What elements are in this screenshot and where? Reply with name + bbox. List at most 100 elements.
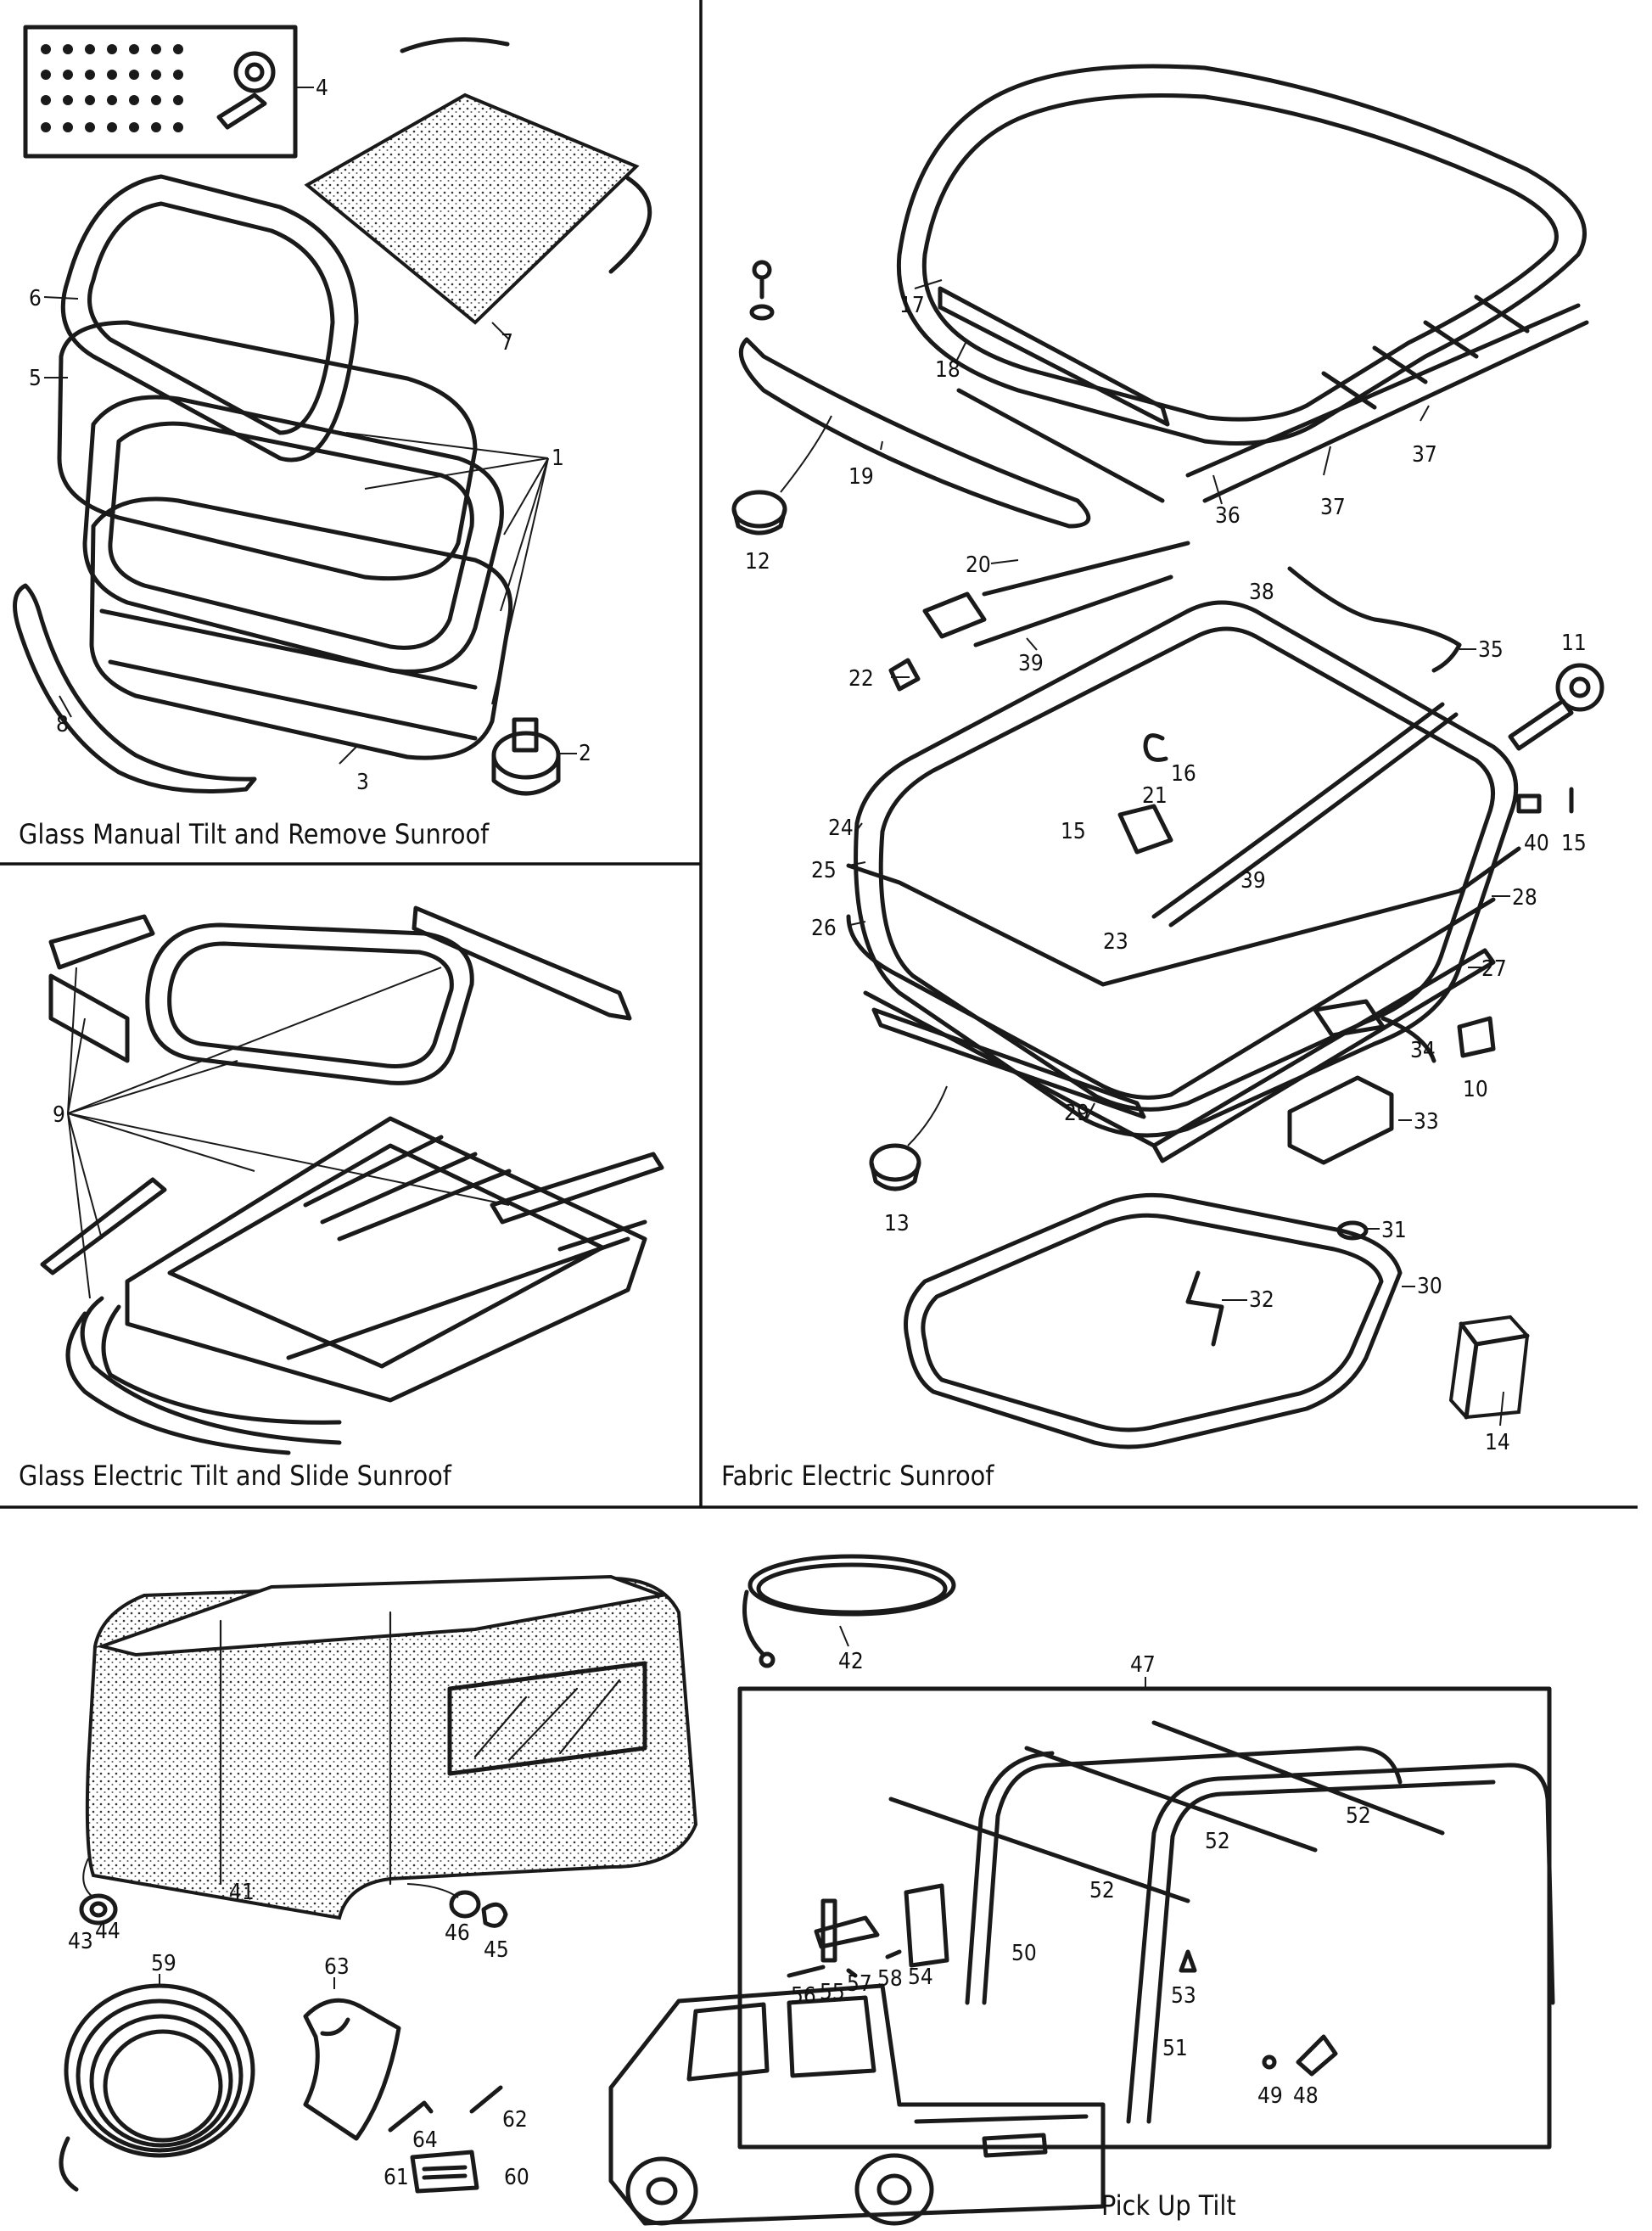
leaders-s3 [780, 279, 1510, 1427]
drive-cable-left [40, 1177, 167, 1275]
callout-20: 20 [966, 552, 991, 578]
callout-13: 13 [884, 1211, 910, 1236]
caption-glass-manual: Glass Manual Tilt and Remove Sunroof [19, 818, 490, 850]
callout-47: 47 [1130, 1652, 1156, 1678]
fabric-frame-26 [846, 897, 1496, 1100]
leaders-s1 [43, 87, 577, 765]
callout-52b: 52 [1205, 1829, 1230, 1854]
screw-grid [41, 44, 183, 132]
panel-dividers [0, 0, 1638, 1509]
cable-loop-42 [742, 1554, 956, 1668]
callout-9: 9 [53, 1102, 65, 1128]
headlining-panel [304, 37, 652, 325]
sunroof-frame-lower [89, 496, 513, 760]
front-guide-rail [412, 905, 632, 1021]
rear-guide-rail [48, 914, 155, 970]
caption-pickup-tilt: Pick Up Tilt [1101, 2189, 1236, 2222]
callout-31: 31 [1381, 1218, 1407, 1243]
fabric-electric-section: 17 18 19 12 20 22 39 36 37 37 38 35 11 1… [721, 64, 1604, 1492]
callout-23: 23 [1103, 929, 1128, 955]
callout-11: 11 [1561, 631, 1587, 656]
callout-56: 56 [791, 1983, 816, 2009]
callout-37a: 37 [1320, 495, 1346, 520]
callout-30: 30 [1417, 1274, 1442, 1299]
callout-41: 41 [229, 1880, 255, 1905]
side-rail-right [490, 1152, 664, 1225]
electric-sunroof-frame [125, 1116, 647, 1403]
callout-19: 19 [848, 464, 874, 490]
callout-43: 43 [68, 1929, 93, 1954]
winder-knob [491, 717, 561, 796]
callout-21: 21 [1142, 783, 1168, 809]
callout-17: 17 [899, 293, 925, 318]
callout-33: 33 [1414, 1109, 1439, 1135]
bracket-54 [904, 1883, 949, 1968]
sunroof-frame-upper [82, 395, 504, 674]
callout-29: 29 [1064, 1101, 1089, 1126]
callout-32: 32 [1249, 1287, 1274, 1313]
callout-6: 6 [29, 286, 42, 311]
drive-motor-21 [1117, 804, 1173, 855]
callout-51: 51 [1162, 2036, 1188, 2061]
callout-12: 12 [745, 549, 770, 575]
callout-50: 50 [1011, 1941, 1037, 1966]
tilt-frame-box-47 [737, 1677, 1555, 2150]
callout-55: 55 [820, 1980, 845, 2005]
rail-27 [1151, 948, 1496, 1163]
callout-42: 42 [838, 1649, 864, 1674]
bracket-55 [814, 1915, 880, 1949]
callout-54: 54 [908, 1965, 933, 1990]
callout-40: 40 [1524, 831, 1549, 856]
foam-block-14 [1448, 1314, 1530, 1420]
callout-5: 5 [29, 366, 42, 391]
leaders-s2 [67, 967, 510, 1299]
roof-nut-12 [731, 490, 787, 535]
callout-39a: 39 [1018, 651, 1044, 676]
callout-14: 14 [1485, 1430, 1510, 1455]
switch-34 [1313, 999, 1386, 1038]
callout-3: 3 [356, 770, 369, 795]
callout-35: 35 [1478, 637, 1504, 663]
callout-22: 22 [848, 666, 874, 692]
callout-58: 58 [877, 1966, 903, 1992]
callout-49: 49 [1257, 2083, 1283, 2109]
callout-34: 34 [1410, 1038, 1436, 1063]
fastener-43-44 [79, 1858, 118, 1925]
callout-57: 57 [847, 1971, 872, 1997]
callout-2: 2 [579, 741, 591, 766]
callout-8: 8 [56, 712, 69, 737]
callout-16: 16 [1171, 761, 1196, 787]
fastener-45-46 [406, 1883, 508, 1928]
callout-52a: 52 [1089, 1878, 1115, 1903]
callout-63: 63 [324, 1954, 350, 1980]
callout-27: 27 [1481, 956, 1507, 982]
glass-electric-section: 9 Glass Electric Tilt and Slide Sunroof [19, 905, 664, 1492]
callout-61: 61 [384, 2165, 409, 2190]
callout-15a: 15 [1061, 819, 1086, 844]
callout-10: 10 [1463, 1077, 1488, 1102]
front-header-bar [938, 286, 1170, 427]
glass-panel-electric [145, 922, 474, 1085]
fabric-roof-panel [896, 64, 1587, 446]
callout-59: 59 [151, 1951, 176, 1976]
callout-45: 45 [484, 1937, 509, 1963]
callout-4: 4 [316, 76, 328, 101]
callout-52c: 52 [1346, 1803, 1371, 1829]
fabric-frame-25 [846, 846, 1521, 987]
trim-tape-roll [216, 51, 276, 130]
callout-44: 44 [95, 1919, 120, 1944]
pickup-truck-illustration [608, 1983, 1106, 2226]
caption-glass-electric: Glass Electric Tilt and Slide Sunroof [19, 1460, 452, 1492]
callout-62: 62 [502, 2107, 528, 2133]
ridge-bar-52 [888, 1797, 1190, 1903]
callout-36: 36 [1215, 503, 1240, 529]
callout-48: 48 [1293, 2083, 1319, 2109]
glass-panel-frame [60, 174, 359, 462]
nut-13 [869, 1143, 921, 1191]
caption-fabric-electric: Fabric Electric Sunroof [721, 1460, 994, 1492]
callout-53: 53 [1171, 1983, 1196, 2009]
callout-7: 7 [501, 330, 513, 356]
callout-1: 1 [552, 446, 564, 471]
callout-46: 46 [445, 1920, 470, 1946]
